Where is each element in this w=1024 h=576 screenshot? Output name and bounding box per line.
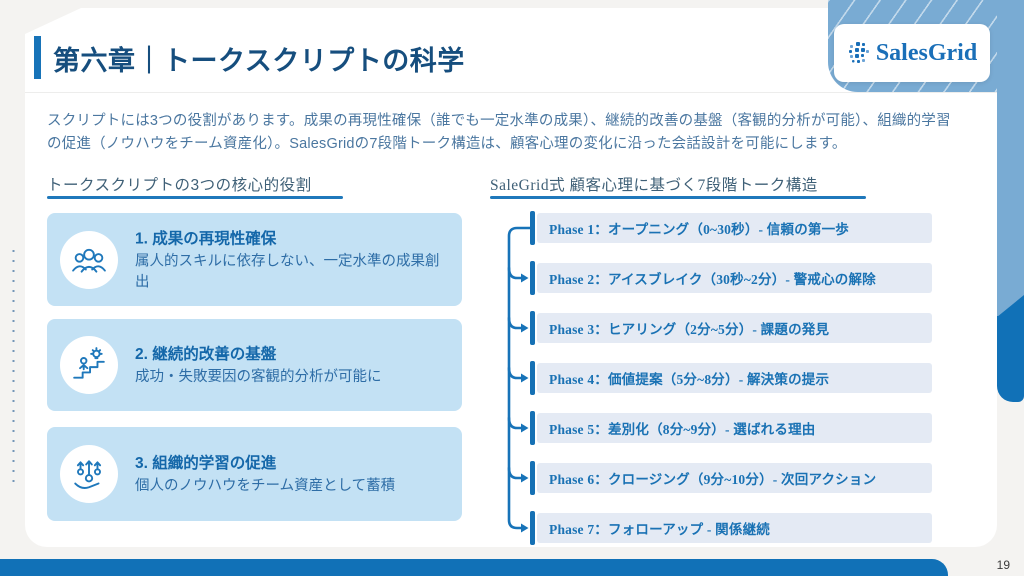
phase-label: Phase 1：オープニング（0~30秒）- 信頼の第一歩 xyxy=(549,222,850,237)
phase-row-6: Phase 6：クロージング（9分~10分）- 次回アクション xyxy=(537,463,932,493)
right-section-heading: SaleGrid式 顧客心理に基づく7段階トーク構造 xyxy=(490,177,818,194)
role-card-title: 1. 成果の再現性確保 xyxy=(135,229,277,247)
phase-label: Phase 7：フォローアップ - 関係継続 xyxy=(549,522,770,537)
phase-row-1: Phase 1：オープニング（0~30秒）- 信頼の第一歩 xyxy=(537,213,932,243)
phase-row-5: Phase 5：差別化（8分~9分）- 選ばれる理由 xyxy=(537,413,932,443)
page-title: 第六章｜トークスクリプトの科学 xyxy=(53,46,465,76)
phase-accent-bar xyxy=(530,361,535,395)
role-card-2: 2. 継続的改善の基盤 成功・失敗要因の客観的分析が可能に xyxy=(47,319,462,411)
role-icon-circle xyxy=(60,445,118,503)
role-card-3: 3. 組織的学習の促進 個人のノウハウをチーム資産として蓄積 xyxy=(47,427,462,521)
role-card-description: 個人のノウハウをチーム資産として蓄積 xyxy=(135,477,396,494)
phase-row-4: Phase 4：価値提案（5分~8分）- 解決策の提示 xyxy=(537,363,932,393)
phase-accent-bar xyxy=(530,261,535,295)
phase-row-7: Phase 7：フォローアップ - 関係継続 xyxy=(537,513,932,543)
role-card-title: 3. 組織的学習の促進 xyxy=(135,454,277,472)
bottom-bar-decoration xyxy=(0,559,948,576)
logo-text: SalesGrid xyxy=(875,39,978,66)
title-accent-bar xyxy=(34,36,41,79)
phase-accent-bar xyxy=(530,311,535,345)
right-edge-band xyxy=(997,0,1024,318)
left-heading-underline xyxy=(47,196,343,199)
phase-accent-bar xyxy=(530,511,535,545)
role-card-description: 属人的スキルに依存しない、一定水準の成果創出 xyxy=(135,252,440,290)
role-icon-circle xyxy=(60,230,118,289)
team-icon xyxy=(71,242,107,278)
role-card-1: 1. 成果の再現性確保 属人的スキルに依存しない、一定水準の成果創出 xyxy=(47,213,462,306)
phase-label: Phase 2：アイスブレイク（30秒~2分）- 警戒心の解除 xyxy=(549,272,876,287)
phase-label: Phase 5：差別化（8分~9分）- 選ばれる理由 xyxy=(549,422,816,437)
growth-steps-icon xyxy=(71,347,107,383)
phase-flow-connector xyxy=(507,226,532,533)
logo-grid-icon xyxy=(847,41,871,65)
intro-paragraph: スクリプトには3つの役割があります。成果の再現性確保（誰でも一定水準の成果）、継… xyxy=(47,113,951,153)
phase-label: Phase 3：ヒアリング（2分~5分）- 課題の発見 xyxy=(549,322,830,337)
phase-accent-bar xyxy=(530,211,535,245)
right-heading-underline xyxy=(490,196,866,199)
role-card-title: 2. 継続的改善の基盤 xyxy=(135,345,277,363)
left-section-heading: トークスクリプトの3つの核心的役割 xyxy=(47,177,312,194)
phase-row-2: Phase 2：アイスブレイク（30秒~2分）- 警戒心の解除 xyxy=(537,263,932,293)
role-icon-circle xyxy=(60,336,118,394)
phase-row-3: Phase 3：ヒアリング（2分~5分）- 課題の発見 xyxy=(537,313,932,343)
salesgrid-logo: SalesGrid xyxy=(834,24,990,82)
phase-label: Phase 4：価値提案（5分~8分）- 解決策の提示 xyxy=(549,372,830,387)
phase-accent-bar xyxy=(530,411,535,445)
right-edge-band-dark xyxy=(997,316,1024,402)
role-card-description: 成功・失敗要因の客観的分析が可能に xyxy=(135,368,382,385)
phase-label: Phase 6：クロージング（9分~10分）- 次回アクション xyxy=(549,472,877,487)
page-number: 19 xyxy=(996,558,1010,572)
knowledge-share-icon xyxy=(71,456,107,492)
phase-accent-bar xyxy=(530,461,535,495)
header-divider xyxy=(25,92,997,93)
